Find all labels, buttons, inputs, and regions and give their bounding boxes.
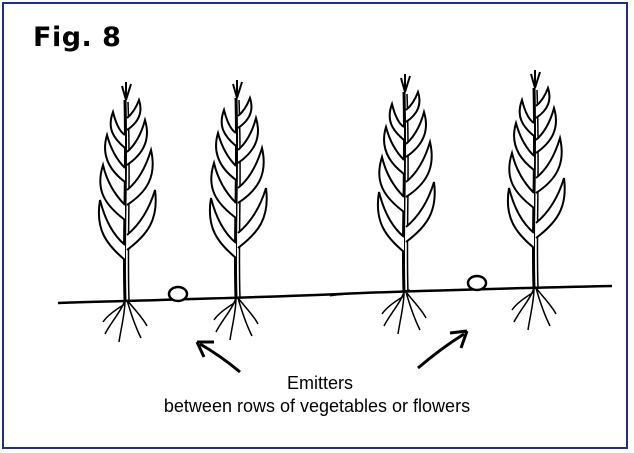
arrow-right: [418, 331, 467, 368]
emitter-left: [169, 287, 187, 301]
arrow-left: [197, 342, 240, 372]
plant-3: [378, 74, 435, 334]
caption-line-1: Emitters: [0, 372, 634, 395]
plant-1: [99, 82, 156, 342]
emitter-right: [468, 276, 486, 290]
caption-line-2: between rows of vegetables or flowers: [0, 395, 634, 418]
figure-caption: Emitters between rows of vegetables or f…: [0, 372, 634, 418]
plant-4: [508, 70, 565, 330]
plant-2: [210, 80, 267, 340]
